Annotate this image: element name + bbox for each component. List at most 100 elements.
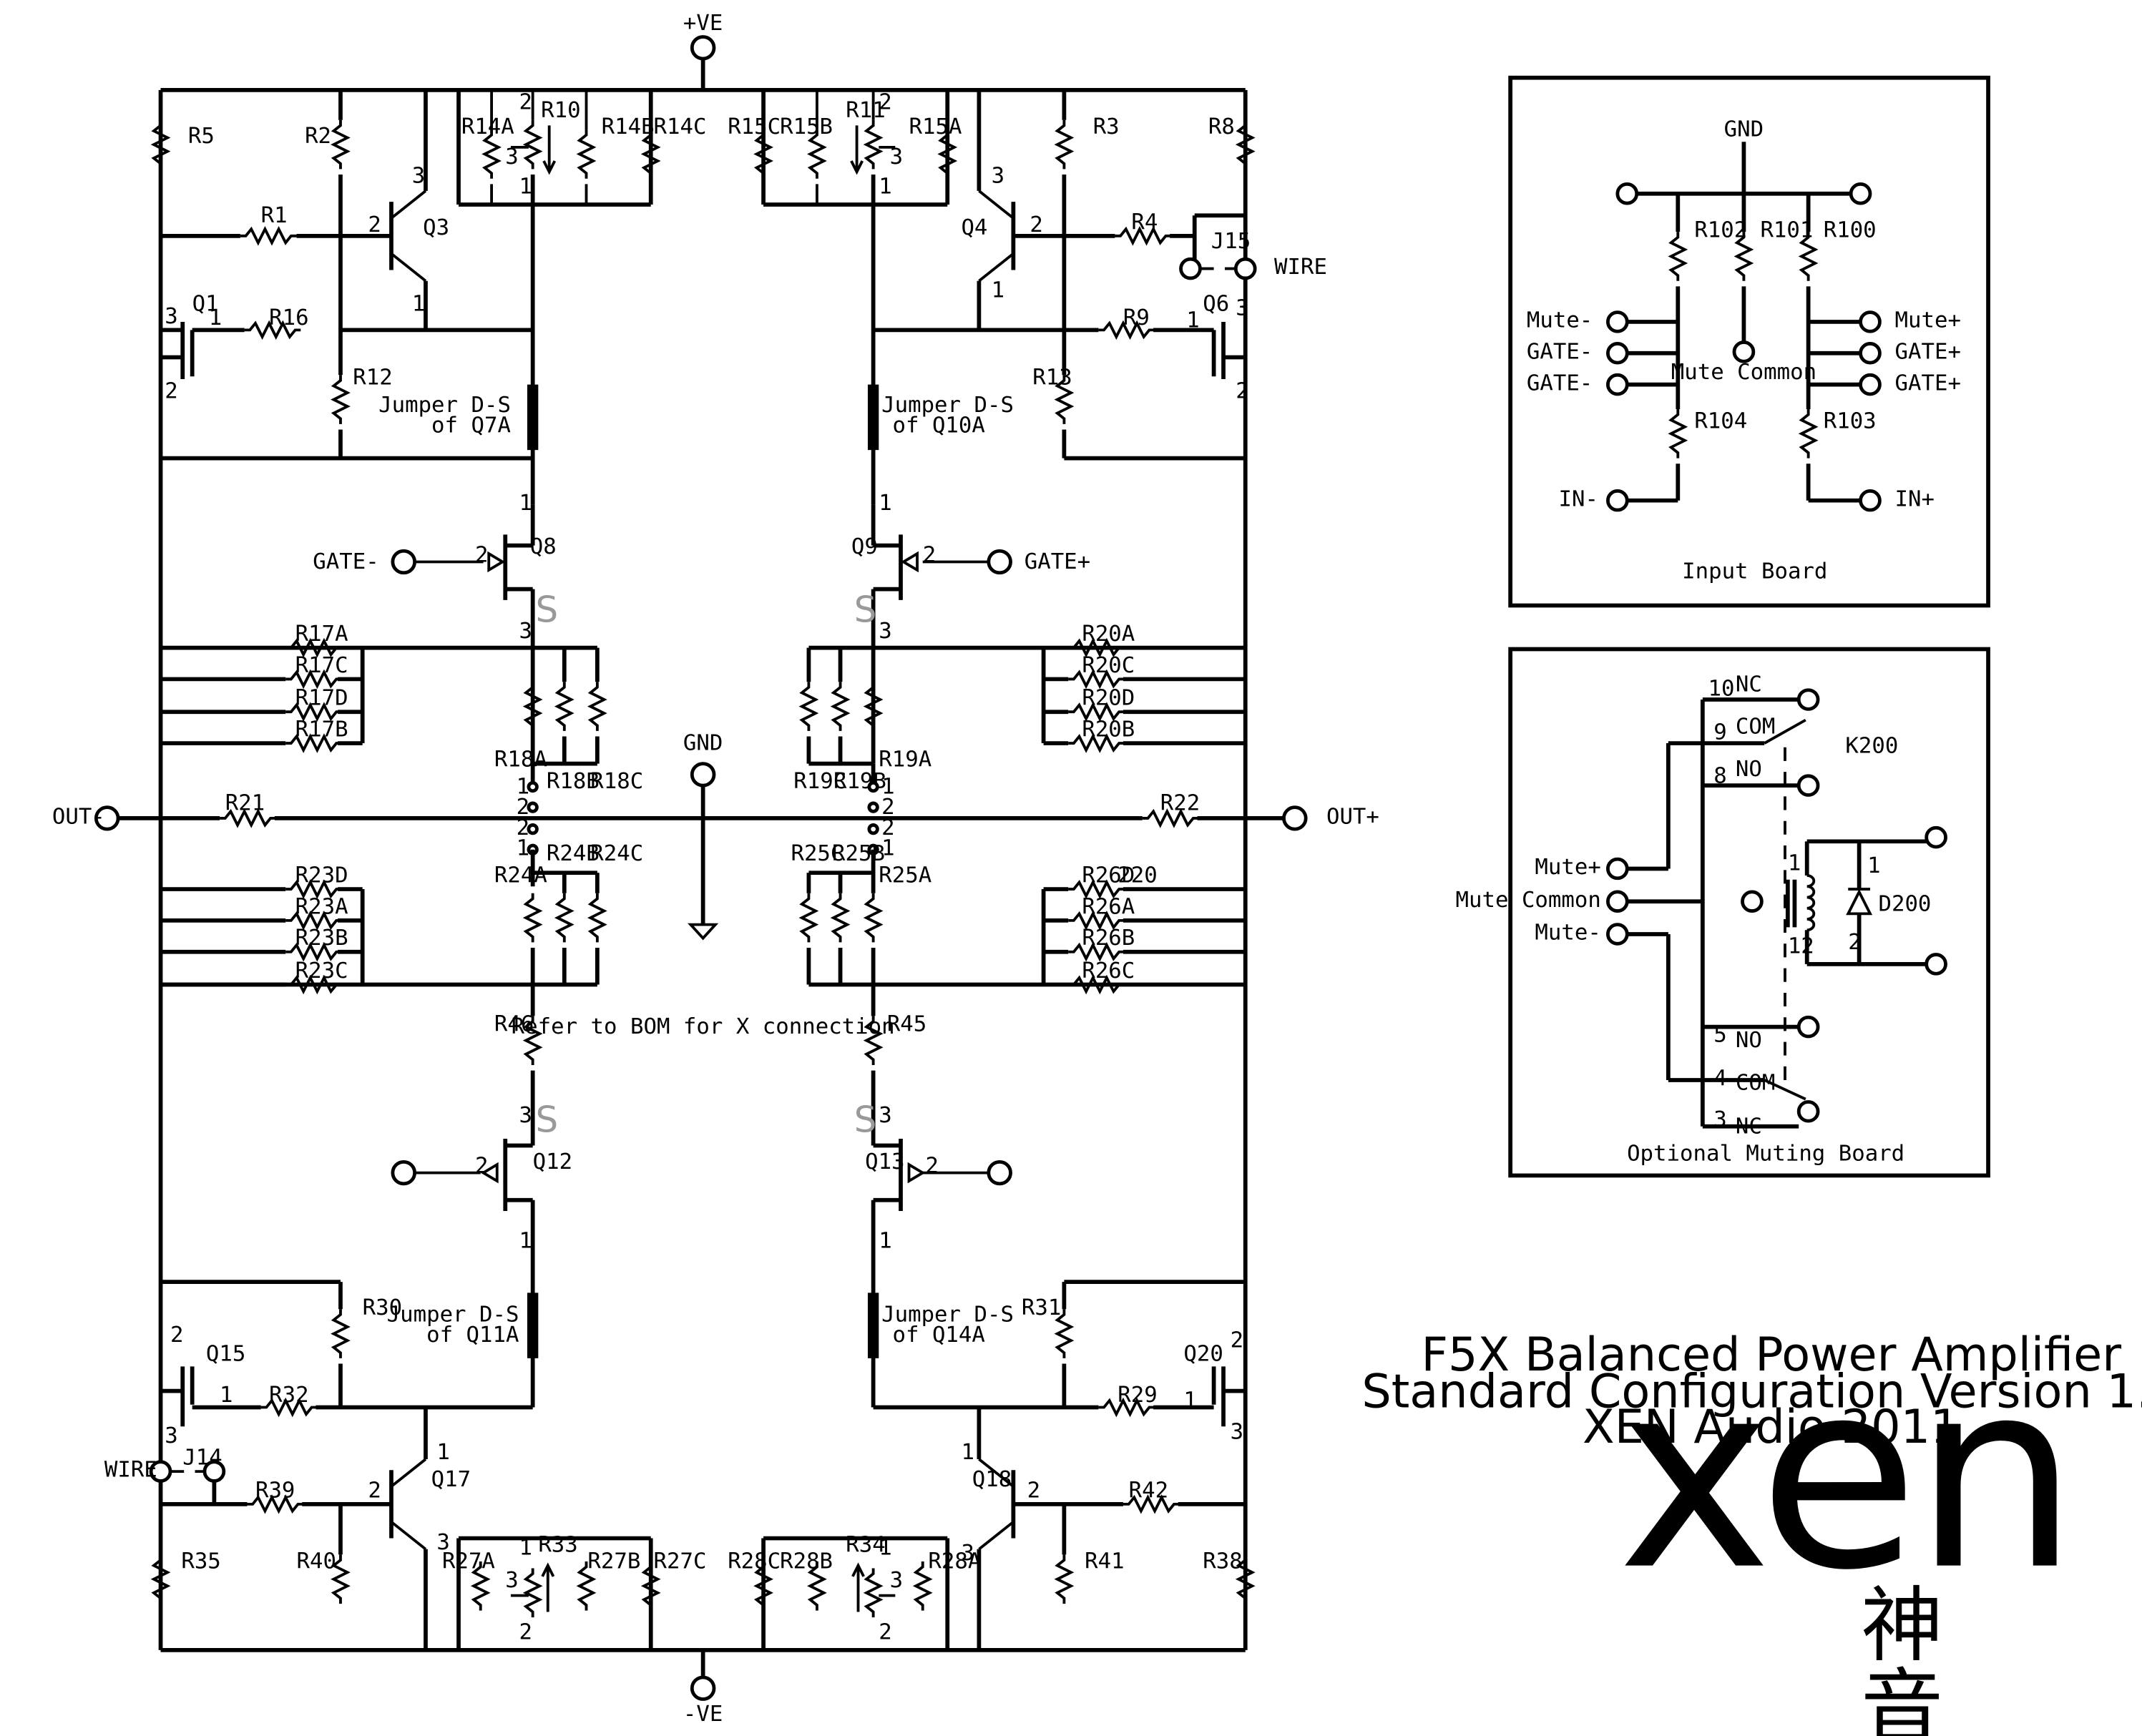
relay-k200-label: K200	[1845, 733, 1898, 758]
svg-text:R19A: R19A	[879, 747, 931, 773]
svg-text:3: 3	[412, 164, 425, 189]
svg-text:R35: R35	[181, 1549, 220, 1574]
title-block: F5X Balanced Power Amplifier Standard Co…	[1361, 1325, 2142, 1736]
svg-text:R20C: R20C	[1082, 653, 1135, 678]
resistor-r4	[1115, 226, 1172, 246]
potentiometer-r33	[522, 1568, 543, 1618]
r16-label: R16	[269, 305, 308, 330]
resistor-r27b	[576, 1561, 597, 1611]
muting-board-frame	[1508, 647, 1990, 1178]
svg-text:2: 2	[1030, 212, 1042, 237]
svg-text:3: 3	[519, 619, 532, 644]
svg-text:R27A: R27A	[442, 1549, 495, 1574]
svg-text:2: 2	[1848, 930, 1861, 955]
svg-text:R17A: R17A	[295, 622, 348, 647]
resistor-r32	[260, 1397, 318, 1418]
svg-text:R25A: R25A	[879, 863, 931, 888]
r5-label: R5	[188, 124, 215, 149]
svg-text:1: 1	[992, 278, 1004, 303]
svg-text:R100: R100	[1824, 218, 1877, 243]
resistor-r13	[1054, 375, 1075, 424]
svg-text:1: 1	[881, 835, 894, 860]
xen-chinese-logo: 神音	[1847, 1582, 1942, 1736]
resistor-r15c	[753, 129, 773, 179]
jumper-q10a-line1: Jumper D-S	[881, 393, 1014, 418]
title-line-1: F5X Balanced Power Amplifier	[1422, 1328, 2122, 1382]
svg-text:2: 2	[926, 1154, 939, 1179]
svg-text:3: 3	[890, 144, 903, 170]
resistor-r103	[1798, 408, 1819, 458]
q13-gate-terminal	[987, 1159, 1012, 1186]
resistor-r31	[1054, 1309, 1075, 1358]
bom-note: Refer to BOM for X connection	[512, 1014, 895, 1039]
resistor-r21	[220, 808, 276, 828]
svg-text:2: 2	[170, 1323, 183, 1348]
svg-text:2: 2	[879, 1620, 891, 1645]
svg-text:3: 3	[961, 1541, 974, 1566]
neg-rail-terminal	[690, 1675, 716, 1701]
svg-text:R104: R104	[1694, 409, 1747, 434]
svg-text:2: 2	[368, 1478, 381, 1503]
resistor-r20a	[1068, 637, 1125, 658]
svg-text:3: 3	[519, 1103, 532, 1128]
svg-text:S: S	[854, 1099, 877, 1141]
svg-text:R31: R31	[1022, 1295, 1061, 1320]
svg-text:R20B: R20B	[1082, 717, 1135, 742]
svg-text:12: 12	[1788, 934, 1814, 959]
svg-text:R33: R33	[538, 1533, 577, 1558]
title-line-2: Standard Configuration Version 1.0	[1361, 1365, 2142, 1419]
resistor-r101	[1733, 232, 1754, 281]
svg-text:Mute Common: Mute Common	[1456, 888, 1601, 913]
q12-label: Q12	[533, 1149, 572, 1175]
svg-text:S: S	[536, 1099, 559, 1141]
svg-text:R46: R46	[494, 1011, 534, 1036]
resistor-r26d	[1068, 879, 1125, 899]
center-gnd-terminal	[690, 762, 716, 788]
resistor-r35	[150, 1554, 171, 1604]
svg-text:R15B: R15B	[780, 114, 833, 139]
svg-text:J14: J14	[182, 1446, 222, 1471]
svg-text:R17C: R17C	[295, 653, 348, 678]
svg-text:3: 3	[436, 1530, 449, 1555]
svg-text:R40: R40	[297, 1549, 336, 1574]
mute-plus-terminal	[1859, 310, 1882, 333]
jumper-q7a-line1: Jumper D-S	[378, 393, 511, 418]
svg-text:R41: R41	[1085, 1549, 1124, 1574]
svg-text:3: 3	[505, 144, 518, 170]
svg-text:GATE+: GATE+	[1895, 371, 1961, 396]
svg-text:1: 1	[220, 1383, 233, 1408]
svg-text:GATE-: GATE-	[1527, 340, 1593, 365]
svg-text:NO: NO	[1736, 757, 1762, 782]
main-amplifier: +VE -VE R5 R2 R1 3 2 1 Q3 Q1 3 1 2 R1	[52, 11, 1379, 1727]
muting-board-title: Optional Muting Board	[1627, 1142, 1904, 1167]
svg-text:IN+: IN+	[1895, 486, 1935, 511]
resistor-r5	[150, 119, 171, 170]
resistor-r40	[331, 1554, 351, 1604]
svg-text:R3: R3	[1093, 114, 1120, 139]
out-plus-label: OUT+	[1326, 805, 1379, 830]
svg-text:2: 2	[517, 795, 529, 820]
svg-text:COM: COM	[1736, 1070, 1775, 1095]
gate-plus-2-terminal	[1859, 373, 1882, 396]
resistor-r16	[244, 320, 301, 340]
svg-text:NC: NC	[1736, 1114, 1762, 1139]
svg-text:R25B: R25B	[832, 841, 885, 866]
svg-text:R24C: R24C	[590, 841, 643, 866]
svg-text:1: 1	[519, 491, 532, 516]
svg-text:R25C: R25C	[791, 841, 843, 866]
svg-text:1: 1	[879, 1536, 891, 1561]
svg-text:J15: J15	[1211, 229, 1251, 254]
svg-text:R27B: R27B	[587, 1549, 640, 1574]
gate-plus-1-terminal	[1859, 342, 1882, 365]
svg-text:COM: COM	[1736, 715, 1775, 740]
svg-text:Q9: Q9	[851, 534, 878, 559]
pos-rail-terminal	[690, 35, 716, 61]
resistor-r14b	[576, 129, 597, 179]
svg-text:R30: R30	[363, 1295, 402, 1320]
potentiometer-r10	[522, 119, 543, 170]
resistor-r3	[1054, 119, 1075, 170]
svg-text:R103: R103	[1824, 409, 1877, 434]
svg-text:R18B: R18B	[547, 769, 600, 794]
gate-minus-2-terminal	[1606, 373, 1629, 396]
